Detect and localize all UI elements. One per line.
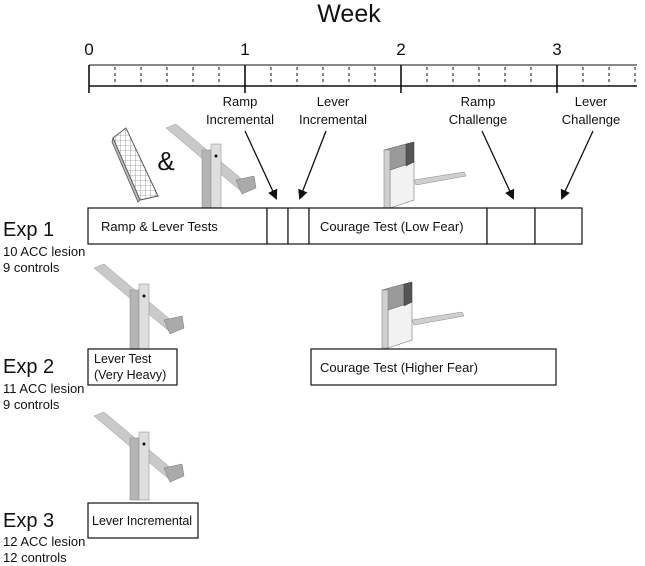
test-block-courage-higher [310,348,557,386]
experiment-label: Exp 1 [3,219,54,241]
tick-label: 0 [84,40,93,59]
test-label: Lever Test [94,352,152,366]
ampersand: & [157,146,174,176]
lever-icon [165,123,257,213]
test-label: (Very Heavy) [94,368,166,382]
annotation-line1: Ramp [223,94,258,109]
annotation-ramp-incremental: Ramp Incremental [206,94,278,200]
experiment-detail: 12 ACC lesion [3,534,85,549]
experiment-3: Exp 3 12 ACC lesion 12 controls Lever In… [3,502,199,565]
annotation-line2: Challenge [562,112,621,127]
annotation-line1: Lever [575,94,608,109]
ramp-icon [111,127,159,203]
test-block-lever-challenge [534,207,583,245]
annotation-arrow [560,130,594,200]
annotation-arrow [244,130,278,200]
experiment-detail: 11 ACC lesion [3,381,84,396]
experiment-label: Exp 3 [3,510,54,532]
experiment-detail: 12 controls [3,550,67,565]
experiment-detail: 9 controls [3,260,60,275]
test-bar: Ramp & Lever Tests Courage Test (Low Fea… [87,207,583,245]
test-block-lever-incremental [87,502,199,539]
tick-label: 3 [552,40,561,59]
experiment-detail: 10 ACC lesion [3,244,85,259]
experiment-2: Exp 2 11 ACC lesion 9 controls Lever Tes… [3,348,557,412]
annotation-ramp-challenge: Ramp Challenge [449,94,515,200]
experiment-1: Exp 1 10 ACC lesion 9 controls Ramp & Le… [3,207,583,275]
axis-title: Week [317,0,381,28]
tick-labels: 0 1 2 3 [84,40,561,59]
test-label: Ramp & Lever Tests [101,219,218,234]
annotation-arrow [298,130,327,200]
annotation-line1: Lever [317,94,350,109]
lever-icon [93,263,185,353]
annotation-line2: Incremental [299,112,367,127]
test-label: Courage Test (Low Fear) [320,219,464,234]
courage-apparatus-icon [381,281,465,349]
test-block-courage-low [308,207,488,245]
timeline-axis [88,64,637,93]
annotation-line2: Challenge [449,112,508,127]
experiment-label: Exp 2 [3,356,54,378]
test-label: Courage Test (Higher Fear) [320,360,478,375]
annotation-line1: Ramp [461,94,496,109]
test-label: Lever Incremental [92,514,192,528]
annotation-line2: Incremental [206,112,274,127]
test-block-lever-very-heavy [87,348,178,386]
test-block-ramp-challenge [486,207,536,245]
tick-label: 1 [240,40,249,59]
test-block-ramp-lever [87,207,268,245]
lever-icon [93,411,185,501]
annotation-arrow [481,130,515,200]
tick-label: 2 [396,40,405,59]
test-block-lever-incremental [287,207,310,245]
annotation-lever-challenge: Lever Challenge [560,94,621,200]
test-block-ramp-incremental [266,207,289,245]
annotation-lever-incremental: Lever Incremental [298,94,367,200]
experiment-detail: 9 controls [3,397,60,412]
courage-apparatus-icon [383,141,467,209]
